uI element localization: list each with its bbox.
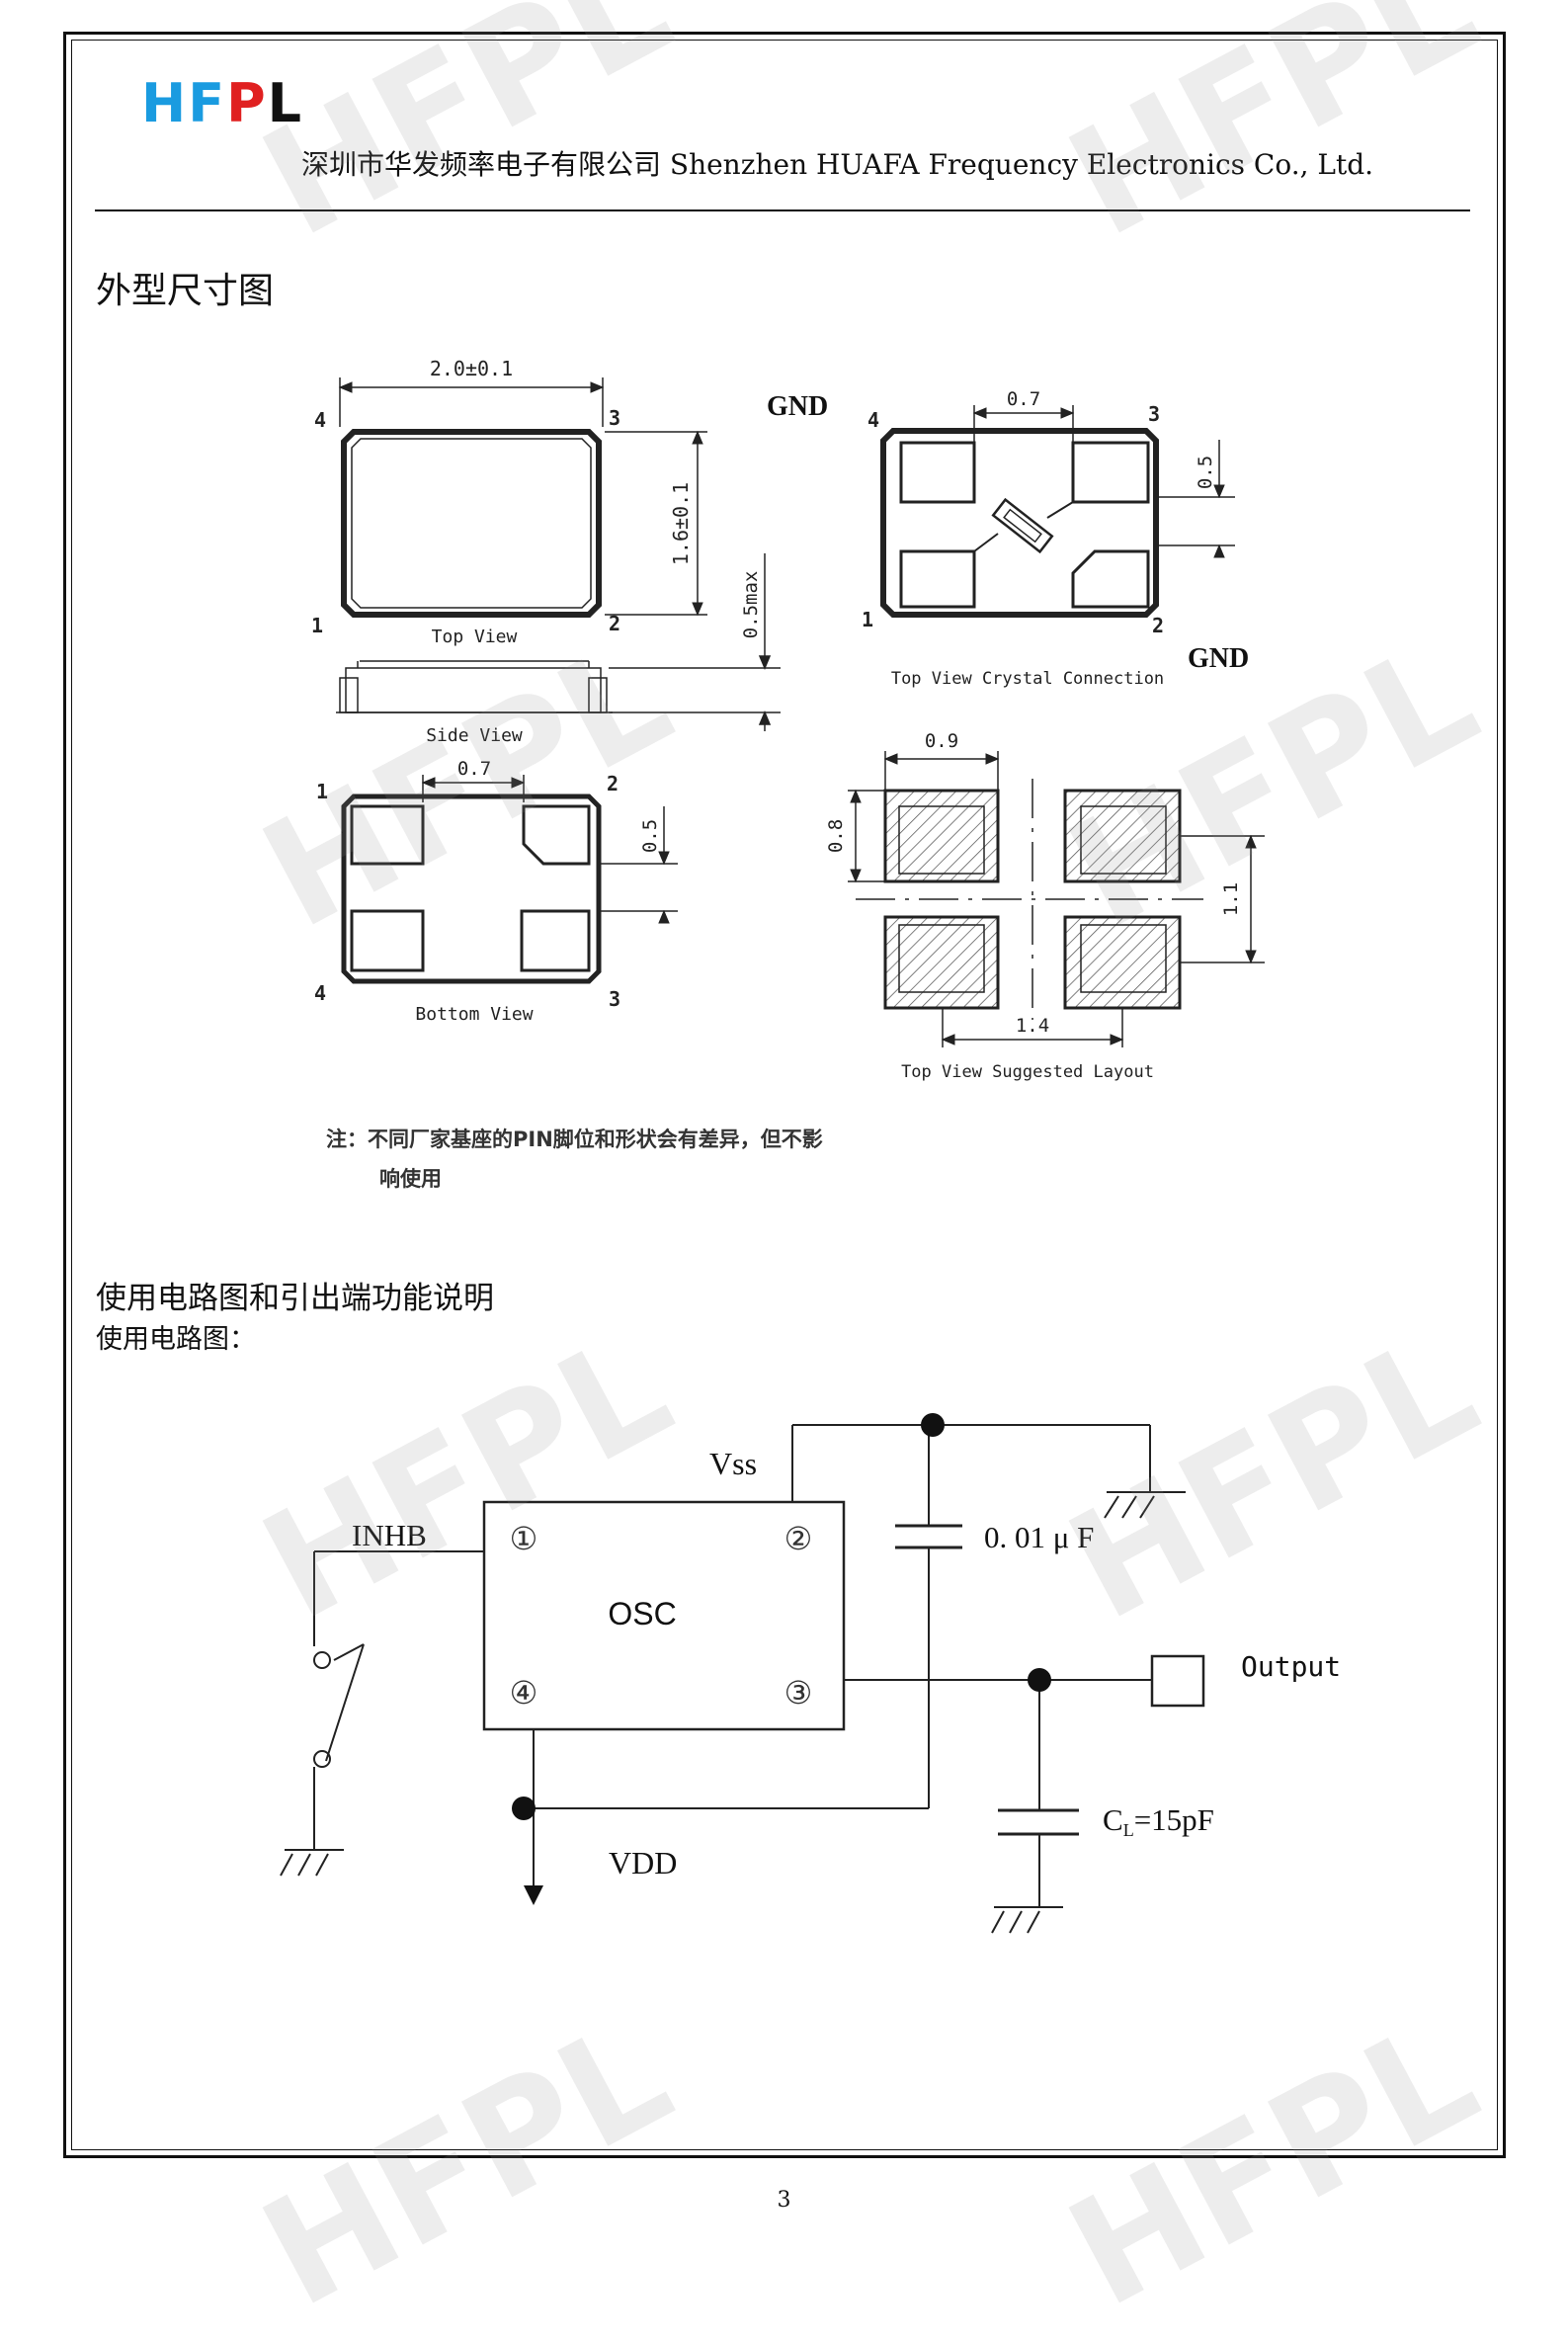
section-title-circuit: 使用电路图和引出端功能说明	[96, 1281, 494, 1316]
top-view-pin-2: 2	[609, 612, 620, 635]
section-title-dimensions: 外型尺寸图	[96, 271, 275, 311]
suggested-layout-view	[848, 751, 1265, 1047]
dimension-note-line1: 注：不同厂家基座的PIN脚位和形状会有差异，但不影	[326, 1128, 823, 1151]
logo-letter-l: L	[267, 72, 304, 134]
company-logo: HFPL	[141, 77, 303, 130]
vdd-arrow	[524, 1885, 543, 1905]
crystal-view-caption: Top View Crystal Connection	[891, 669, 1164, 689]
dim-side-height: 0.5max	[740, 571, 762, 639]
top-view	[338, 377, 707, 618]
bottom-view-pin-3: 3	[609, 987, 620, 1011]
bottom-view-pin-4: 4	[314, 981, 326, 1005]
crystal-view-pin-2: 2	[1152, 614, 1164, 637]
header-divider	[95, 209, 1470, 211]
dim-crystal-pad-height: 0.5	[1195, 456, 1216, 489]
circuit-capacitor-label: 0. 01 μ F	[984, 1520, 1094, 1554]
circuit-inhb-label: INHB	[352, 1518, 427, 1552]
bottom-view-caption: Bottom View	[415, 1004, 533, 1025]
bottom-view	[341, 775, 678, 984]
junction-dot-output	[1028, 1668, 1051, 1692]
technical-drawings: 2.0±0.1 1.6±0.1 4 3 1 2 Top View 0.5max …	[280, 357, 1341, 1934]
crystal-view-gnd-bottom: GND	[1188, 643, 1249, 674]
circuit-vdd-label: VDD	[609, 1845, 677, 1881]
dim-bottom-pad-spacing: 0.7	[457, 758, 491, 780]
top-view-caption: Top View	[432, 627, 518, 647]
dim-layout-pitch-v: 1.1	[1220, 882, 1242, 916]
bottom-view-pin-2: 2	[607, 772, 619, 795]
circuit-output-label: Output	[1241, 1650, 1341, 1683]
crystal-view-gnd-top: GND	[767, 391, 828, 422]
dim-crystal-pad-spacing: 0.7	[1007, 388, 1040, 410]
crystal-view-pin-4: 4	[867, 408, 879, 432]
circuit-pin-2: ②	[784, 1520, 813, 1557]
circuit-pin-1: ①	[510, 1520, 538, 1557]
layout-view-caption: Top View Suggested Layout	[901, 1062, 1154, 1082]
logo-letter-f: F	[188, 72, 227, 134]
cl-subscript: L	[1123, 1820, 1134, 1840]
dim-top-width: 2.0±0.1	[430, 357, 513, 380]
dim-layout-pad-height: 0.8	[825, 819, 847, 853]
bottom-view-pin-1: 1	[316, 780, 328, 803]
circuit-pin-3: ③	[784, 1674, 813, 1712]
page-number: 3	[777, 2188, 791, 2213]
dim-bottom-pad-height: 0.5	[639, 819, 661, 853]
crystal-view-pin-3: 3	[1148, 402, 1160, 426]
dimension-note-line2: 响使用	[379, 1167, 442, 1191]
company-name: 深圳市华发频率电子有限公司 Shenzhen HUAFA Frequency E…	[301, 148, 1374, 181]
dim-layout-pad-width: 0.9	[925, 730, 958, 752]
junction-dot-vdd	[512, 1797, 536, 1820]
logo-letter-h: H	[141, 72, 189, 134]
application-circuit	[280, 1424, 1205, 1934]
side-view-caption: Side View	[426, 725, 523, 746]
top-view-pin-4: 4	[314, 408, 326, 432]
side-view	[336, 553, 781, 731]
circuit-chip-label: OSC	[608, 1596, 676, 1631]
top-view-pin-3: 3	[609, 406, 620, 430]
cl-prefix: C	[1103, 1802, 1123, 1837]
crystal-connection-view	[880, 405, 1235, 618]
crystal-view-pin-1: 1	[862, 608, 873, 631]
top-view-pin-1: 1	[311, 614, 323, 637]
page-frame-inner	[71, 40, 1498, 2150]
logo-letter-p: P	[226, 72, 268, 134]
circuit-load-capacitor-label: CL=15pF	[1103, 1802, 1214, 1840]
dim-top-height: 1.6±0.1	[669, 482, 693, 565]
circuit-pin-4: ④	[510, 1674, 538, 1712]
cl-value: =15pF	[1134, 1802, 1214, 1837]
circuit-vss-label: Vss	[709, 1446, 757, 1481]
section-subtitle-circuit: 使用电路图：	[96, 1324, 256, 1355]
junction-dot-vss	[921, 1413, 945, 1437]
dim-layout-pitch-h: 1.4	[1016, 1015, 1049, 1037]
page-frame-outer	[63, 32, 1506, 2158]
